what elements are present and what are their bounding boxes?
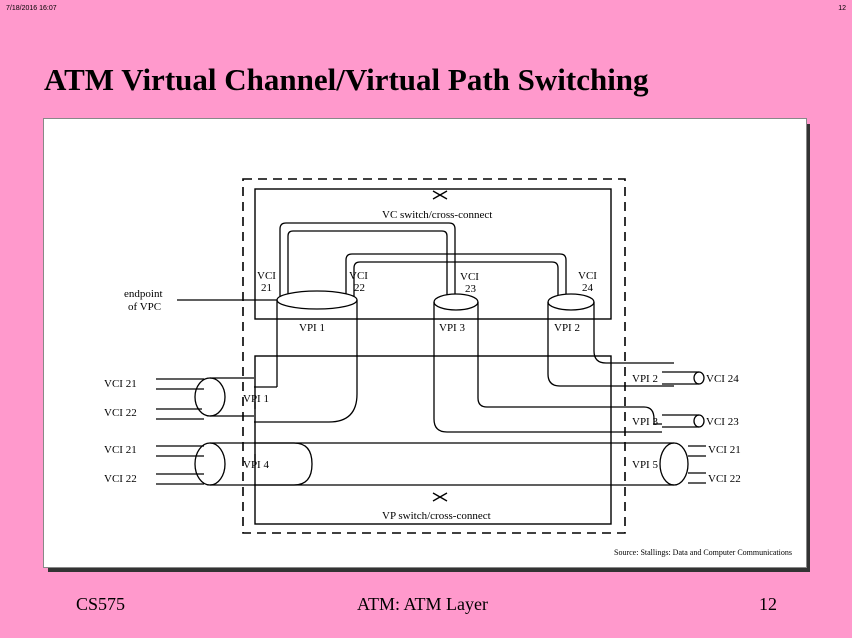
left-vpi1-pipe-end bbox=[194, 377, 226, 417]
vc-loop-21-23 bbox=[279, 222, 456, 299]
vpi2-top-label: VPI 2 bbox=[554, 322, 580, 334]
footer-page-number: 12 bbox=[759, 594, 777, 614]
left-vpi4-pipe-end bbox=[194, 442, 226, 486]
vp-cross-icon bbox=[432, 492, 448, 502]
vci24-top-num: 24 bbox=[582, 282, 594, 294]
vp-switch-label: VP switch/cross-connect bbox=[382, 510, 491, 522]
page-number-top: 12 bbox=[838, 5, 846, 12]
right-vpi2-pipe-end bbox=[693, 371, 705, 385]
vpi1-top-label: VPI 1 bbox=[299, 322, 325, 334]
vc-switch-box bbox=[254, 188, 612, 320]
right-vpi2-label: VPI 2 bbox=[632, 373, 658, 385]
vci24-top-label: VCI bbox=[578, 270, 597, 282]
right-vpi5-label: VPI 5 bbox=[632, 459, 658, 471]
left-vci22-a-label: VCI 22 bbox=[104, 407, 137, 419]
vci21-top-num: 21 bbox=[261, 282, 272, 294]
right-vci23-label: VCI 23 bbox=[706, 416, 739, 428]
vc-loop-22-24 bbox=[345, 253, 567, 299]
right-vci24-label: VCI 24 bbox=[706, 373, 739, 385]
vpi2-pipe-end bbox=[547, 293, 595, 311]
left-vpi1-label: VPI 1 bbox=[243, 393, 269, 405]
vc-switch-label: VC switch/cross-connect bbox=[382, 209, 492, 221]
left-vci21-b-label: VCI 21 bbox=[104, 444, 137, 456]
right-vpi3-pipe-end bbox=[693, 414, 705, 428]
left-vci21-a-label: VCI 21 bbox=[104, 378, 137, 390]
vpi3-pipe-end bbox=[433, 293, 479, 311]
vci22-top-label: VCI bbox=[349, 270, 368, 282]
source-note: Source: Stallings: Data and Computer Com… bbox=[614, 548, 792, 557]
endpoint-label: endpoint bbox=[124, 288, 163, 300]
vci21-top-label: VCI bbox=[257, 270, 276, 282]
vc-cross-icon bbox=[432, 190, 448, 200]
right-vci22-label: VCI 22 bbox=[708, 473, 741, 485]
right-vpi5-pipe-end bbox=[659, 442, 689, 486]
slide-title: ATM Virtual Channel/Virtual Path Switchi… bbox=[44, 62, 649, 97]
vci22-top-num: 22 bbox=[354, 282, 365, 294]
footer-topic: ATM: ATM Layer bbox=[357, 594, 488, 614]
left-vci22-b-label: VCI 22 bbox=[104, 473, 137, 485]
vci23-top-num: 23 bbox=[465, 283, 477, 295]
atm-switching-diagram: VC switch/cross-connect VP switch/cross-… bbox=[43, 118, 807, 568]
right-vci21-label: VCI 21 bbox=[708, 444, 741, 456]
switch-boundary bbox=[242, 178, 626, 534]
diagram-svg: VC switch/cross-connect VP switch/cross-… bbox=[104, 178, 741, 534]
timestamp: 7/18/2016 16:07 bbox=[6, 5, 57, 12]
right-vpi3-label: VPI 3 bbox=[632, 416, 658, 428]
vpi1-pipe-end bbox=[276, 290, 358, 310]
vci23-top-label: VCI bbox=[460, 271, 479, 283]
footer-course: CS575 bbox=[76, 594, 126, 614]
left-vpi4-label: VPI 4 bbox=[243, 459, 269, 471]
vpi3-top-label: VPI 3 bbox=[439, 322, 465, 334]
vp-switch-box bbox=[254, 355, 612, 525]
endpoint-label-2: of VPC bbox=[128, 301, 161, 313]
